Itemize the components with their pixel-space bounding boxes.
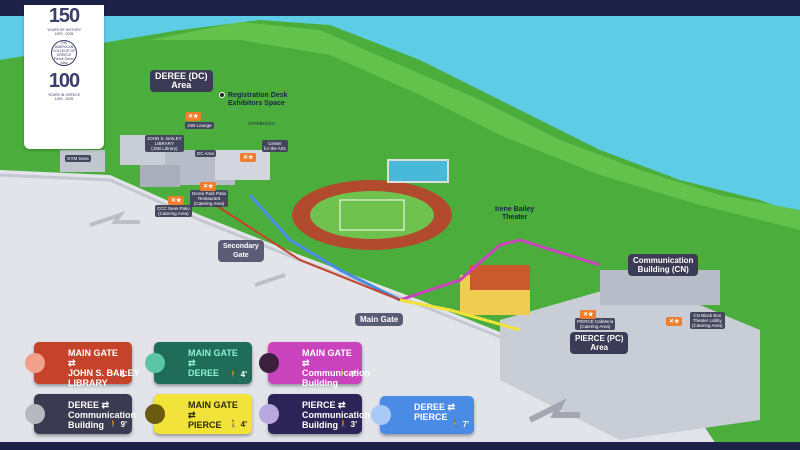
catering-icon: ✕★ (185, 112, 202, 121)
route-from: MAIN GATE ⇄ (68, 348, 118, 368)
secondary-gate-label: Secondary Gate (218, 240, 264, 262)
dc-area-small-label: DC Area (195, 150, 217, 157)
road-arrow (254, 273, 286, 287)
college-seal: THE AMERICAN COLLEGE OF GREECE Pierce De… (51, 40, 77, 66)
hill-ridge (150, 22, 800, 230)
route-to: Communication Building (68, 410, 137, 430)
dc-wing (140, 165, 180, 187)
pierce-area-label: PIERCE (PC) Area (570, 332, 629, 354)
route-time: 9' (120, 420, 127, 429)
logo-caption-2: YEARS IN GREECE (47, 93, 81, 97)
catering-icon: ✕★ (240, 153, 257, 162)
route-from: MAIN GATE ⇄ (188, 348, 238, 368)
route-time: 4' (240, 370, 247, 379)
route-from: DEREE ⇄ (414, 402, 456, 412)
jsb-lounge-label: JSB Lounge (185, 122, 214, 129)
route-to: JOHN S. BAILEY LIBRARY (68, 368, 140, 388)
pierce-cafeteria-label: PIERCE Cafeteria (Catering Area) (575, 318, 616, 330)
route-blue (248, 194, 401, 302)
route-from: PIERCE ⇄ (302, 400, 346, 410)
route-from: DEREE ⇄ (68, 400, 110, 410)
walk-icon: 🚶 (229, 371, 238, 378)
road-arrow (89, 211, 140, 227)
route-yellow (399, 298, 521, 332)
starbucks-label: STARBUCKS (248, 121, 276, 126)
route-dot (259, 404, 279, 424)
logo-caption-1: YEARS OF HISTORY (46, 28, 82, 32)
route-purple (399, 238, 601, 302)
route-card: PIERCE ⇄Communication Building🚶3' (259, 394, 371, 434)
route-dot (259, 353, 279, 373)
route-card: MAIN GATE ⇄DEREE 🚶4' (145, 342, 252, 384)
route-to: PIERCE (414, 412, 448, 422)
deree-restaurant-label: Deree Park Patio Restaurant (Catering Ar… (190, 190, 229, 207)
top-bar (0, 0, 800, 16)
registration-label: Registration Desk Exhibitors Space (228, 92, 288, 107)
cn-patio-label: CN Black Box Theater Lobby (Catering Are… (690, 312, 725, 329)
registration-dot (219, 92, 225, 98)
route-red (199, 194, 401, 301)
route-time: 4' (240, 420, 247, 429)
route-dot (145, 404, 165, 424)
road-arrow (528, 398, 580, 423)
walk-icon: 🚶 (451, 421, 460, 428)
tennis-courts (470, 265, 530, 290)
route-card: MAIN GATE ⇄PIERCE 🚶4' (145, 394, 252, 434)
logo-range-2: 1925 - 2025 (54, 97, 74, 101)
route-card: MAIN GATE ⇄JOHN S. BAILEY LIBRARY🚶5' (25, 342, 140, 388)
main-gate-label: Main Gate (355, 313, 404, 326)
route-card: MAIN GATE ⇄Communication Building🚶7' (259, 342, 370, 388)
center-arts-label: Center for the Arts (262, 140, 288, 152)
football-field (310, 191, 434, 239)
walk-icon: 🚶 (339, 371, 348, 378)
walk-icon: 🚶 (109, 371, 118, 378)
catering-icon: ✕★ (666, 317, 683, 326)
route-time: 5' (120, 370, 127, 379)
route-time: 7' (350, 370, 357, 379)
irene-bailey-label: Irene Bailey Theater (495, 206, 535, 221)
route-dot (371, 405, 391, 425)
ccc-label: CCC Seas Patio (Catering Area) (155, 205, 192, 217)
library-label: JOHN S. BAILEY LIBRARY (JSB Library) (145, 135, 184, 152)
route-to: PIERCE (188, 420, 222, 430)
route-dot (25, 404, 45, 424)
route-from: MAIN GATE ⇄ (188, 400, 238, 420)
logo-range-1: 1875 - 2025 (54, 32, 74, 36)
route-card: DEREE ⇄PIERCE🚶7' (371, 396, 474, 434)
catering-icon: ✕★ (168, 196, 185, 205)
route-to: Communication Building (302, 368, 371, 388)
catering-icon: ✕★ (580, 310, 597, 319)
route-from: MAIN GATE ⇄ (302, 348, 352, 368)
catering-icon: ✕★ (200, 182, 217, 191)
bottom-bar (0, 442, 800, 450)
route-time: 7' (462, 420, 469, 429)
logo-years-100: 100 (48, 70, 80, 92)
field-lines (339, 199, 405, 231)
walk-icon: 🚶 (339, 421, 348, 428)
logo-years-150: 150 (48, 5, 80, 27)
deree-area-label: DEREE (DC) Area (150, 70, 213, 92)
route-to: Communication Building (302, 410, 371, 430)
route-to: DEREE (188, 368, 220, 378)
route-card: DEREE ⇄Communication Building🚶9' (25, 394, 137, 434)
swimming-pool (387, 159, 449, 183)
gym-label: GYM Seas (65, 155, 91, 162)
route-dot (145, 353, 165, 373)
walk-icon: 🚶 (109, 421, 118, 428)
route-dot (25, 353, 45, 373)
college-logo: 150 YEARS OF HISTORY 1875 - 2025 THE AME… (24, 5, 104, 149)
comm-building-label: Communication Building (CN) (628, 254, 699, 276)
route-time: 3' (350, 420, 357, 429)
walk-icon: 🚶 (229, 421, 238, 428)
